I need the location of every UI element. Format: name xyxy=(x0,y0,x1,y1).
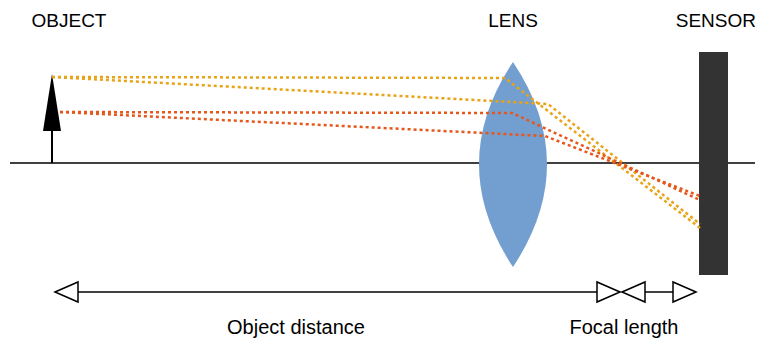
dimension-line xyxy=(78,291,597,293)
light-ray xyxy=(60,112,700,200)
dimension-label: Focal length xyxy=(570,317,679,337)
optical-axis xyxy=(10,162,755,164)
lens-title: LENS xyxy=(488,11,538,30)
sensor-plate xyxy=(699,52,728,275)
light-ray xyxy=(52,77,700,228)
arrow-head xyxy=(673,282,696,302)
light-ray xyxy=(60,112,700,196)
dimension-line xyxy=(645,291,673,293)
lens-shape xyxy=(479,62,547,267)
object-title: OBJECT xyxy=(32,11,107,30)
arrow-head xyxy=(622,282,645,302)
dimension-label: Object distance xyxy=(227,317,365,337)
dimension-arrows xyxy=(55,282,696,302)
sensor-title: SENSOR xyxy=(676,11,756,30)
light-ray xyxy=(52,77,700,224)
arrow-head xyxy=(597,282,620,302)
object-tree xyxy=(43,74,61,131)
light-rays xyxy=(52,77,700,228)
arrow-head xyxy=(55,282,78,302)
